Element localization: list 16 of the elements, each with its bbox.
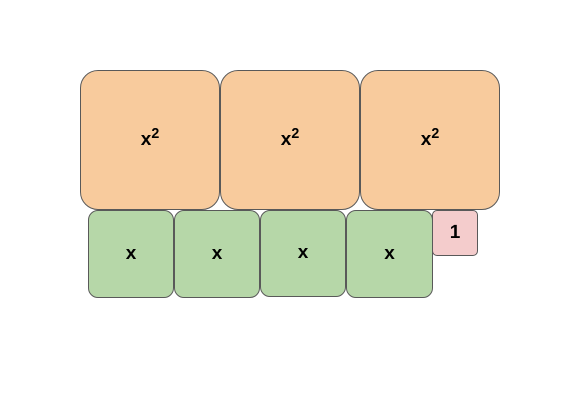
tile-label: x xyxy=(384,242,395,266)
tile-label: 1 xyxy=(450,220,460,245)
tile xyxy=(432,210,478,256)
tile xyxy=(174,210,260,298)
tile xyxy=(80,70,220,210)
tile-label: x xyxy=(298,241,308,266)
tile-label: x$^{2}$ xyxy=(280,126,300,152)
tile-label: x$^{2}$ xyxy=(420,126,440,152)
tile xyxy=(88,210,174,298)
tile xyxy=(360,70,500,210)
tile-label: x xyxy=(212,242,222,266)
tile xyxy=(220,70,360,210)
tile-label: x$^{2}$ xyxy=(140,126,160,152)
tile-label: x xyxy=(126,242,136,266)
tile xyxy=(346,210,433,298)
tile xyxy=(260,210,346,297)
